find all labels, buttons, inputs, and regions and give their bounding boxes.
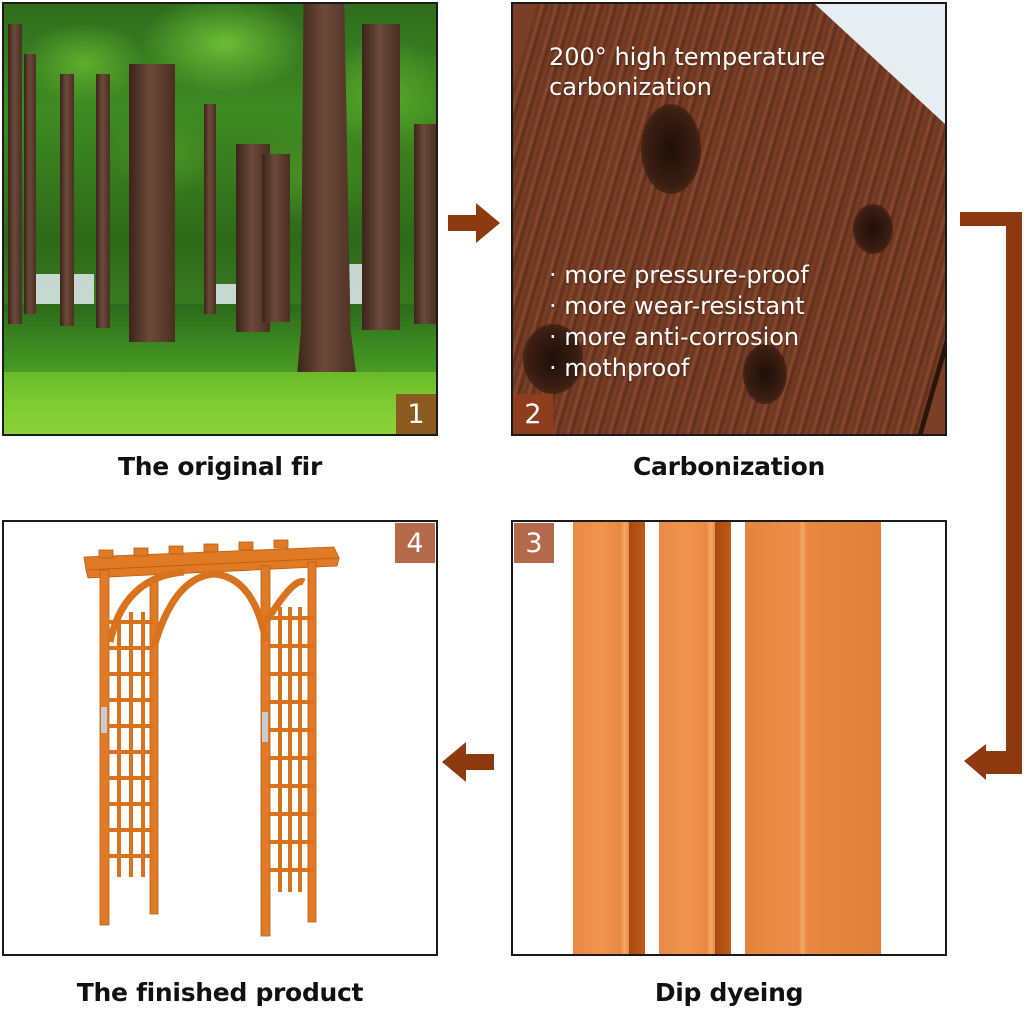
benefit-item: more anti-corrosion	[549, 322, 809, 353]
arrow-left-icon	[442, 742, 494, 782]
dyed-post	[573, 522, 645, 954]
benefit-item: mothproof	[549, 353, 809, 384]
step-3-caption: Dip dyeing	[654, 978, 804, 1007]
step-number-badge: 4	[395, 523, 435, 563]
step-1-panel: 1	[2, 2, 438, 436]
arrow-right-icon	[448, 203, 500, 243]
benefit-item: more wear-resistant	[549, 291, 809, 322]
step-number-badge: 2	[513, 394, 553, 434]
dyed-post	[745, 522, 881, 954]
step-number-badge: 1	[396, 394, 436, 434]
step-2-panel: 200° high temperature carbonization more…	[511, 2, 947, 436]
benefits-list: more pressure-proof more wear-resistant …	[549, 260, 809, 384]
carbonization-title: 200° high temperature carbonization	[549, 43, 826, 101]
forest-image	[4, 4, 436, 434]
dyed-post	[659, 522, 731, 954]
benefit-item: more pressure-proof	[549, 260, 809, 291]
step-4-panel: 4	[2, 520, 438, 956]
step-3-panel: 3	[511, 520, 947, 956]
arrow-elbow-down-left-icon	[960, 212, 1022, 780]
step-number-badge: 3	[514, 523, 554, 563]
step-4-caption: The finished product	[76, 978, 364, 1007]
garden-arch-image	[83, 539, 340, 937]
step-1-caption: The original fir	[118, 452, 322, 481]
step-2-caption: Carbonization	[633, 452, 825, 481]
